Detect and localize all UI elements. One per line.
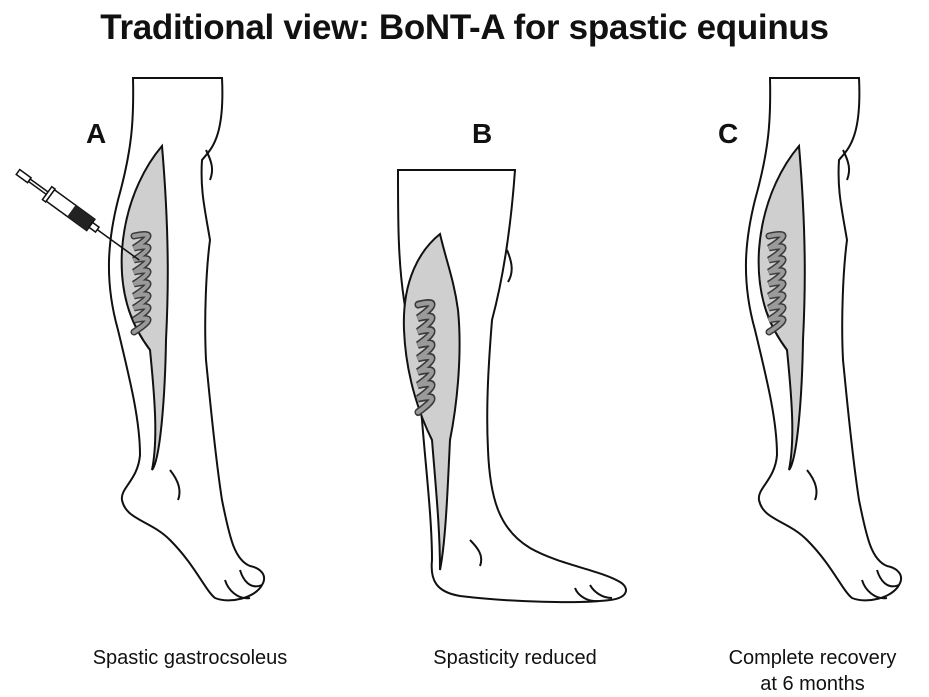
caption-c-line2: at 6 months (700, 671, 925, 697)
caption-a: Spastic gastrocsoleus (50, 645, 330, 671)
caption-b: Spasticity reduced (395, 645, 635, 671)
muscle-spring-icon (134, 235, 148, 333)
caption-c: Complete recovery at 6 months (700, 645, 925, 697)
leg-a (109, 78, 264, 600)
muscle-spring-icon (418, 303, 432, 412)
leg-c (746, 78, 901, 600)
muscle-spring-icon (769, 235, 783, 333)
caption-c-line1: Complete recovery (700, 645, 925, 671)
